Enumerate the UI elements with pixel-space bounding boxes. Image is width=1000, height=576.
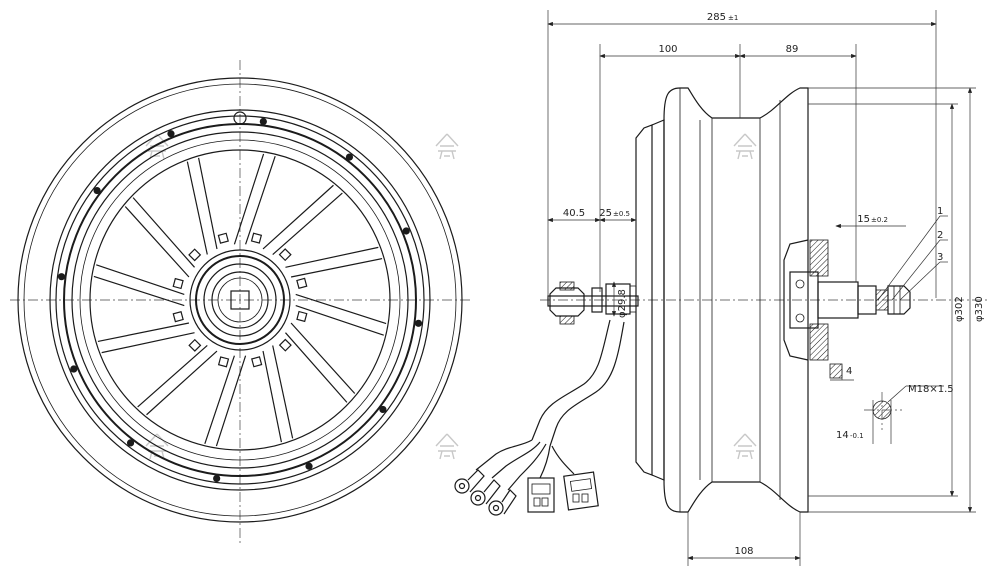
bolt-icon (345, 153, 354, 161)
dim-thread: M18×1.5 (908, 384, 954, 395)
dimension-lines (547, 10, 976, 566)
dim-nut-offset-tol: ±0.2 (871, 216, 888, 224)
ring-terminal-icon (454, 469, 517, 516)
dim-left-span: 100 (658, 44, 677, 55)
dim-rim-width: 108 (734, 546, 753, 557)
hub-lug (296, 277, 308, 289)
dim-rim-dia-inner: φ302 (954, 296, 965, 322)
dim-flat-width: 14 (836, 430, 849, 441)
bolt-icon (414, 319, 423, 327)
bolt-icon (213, 474, 221, 483)
side-view (454, 87, 990, 516)
hub-lug (278, 338, 292, 352)
hub-lug (188, 248, 202, 262)
hub-lug (188, 338, 202, 352)
bolt-icon (57, 273, 66, 281)
tire-outer (17, 77, 463, 523)
bolt-icon (57, 117, 423, 483)
callout-3: 3 (937, 252, 943, 263)
spoke (93, 264, 185, 307)
hub-disk (189, 249, 291, 351)
dim-washer-thk: 4 (846, 366, 852, 377)
spoke (204, 355, 247, 447)
hub-lug (278, 248, 292, 262)
hub-lugs (172, 232, 308, 368)
bolt-icon (402, 227, 410, 235)
hub-lug (250, 232, 263, 244)
spoke (262, 345, 294, 443)
spoke (285, 322, 356, 403)
hub-lug (217, 232, 229, 244)
hub-lug (172, 311, 184, 323)
dim-overall-width-tol: ±1 (728, 14, 738, 22)
rim-outer (49, 109, 431, 491)
spoke (285, 246, 383, 278)
bolt-icon (93, 186, 101, 195)
bolt-icon (305, 462, 313, 470)
hub-lug (217, 356, 230, 368)
dim-flat-width-tol: -0.1 (850, 432, 864, 440)
callout-1: 1 (937, 206, 943, 217)
spoke (97, 322, 195, 354)
dim-rim-dia-outer: φ330 (974, 296, 985, 322)
front-view (10, 60, 470, 545)
hub-lug (296, 310, 308, 323)
spoke (186, 157, 218, 255)
dimension-labels: 285 ±1 100 89 40.5 25 ±0.5 φ29.8 15 ±0.2… (563, 12, 985, 557)
bolt-icon (167, 130, 175, 138)
spoke (233, 153, 276, 245)
bolt-icon (70, 365, 78, 373)
dim-axle-shoulder: 25 (599, 208, 612, 219)
spokes (93, 153, 387, 447)
connector-icon (527, 471, 599, 513)
spoke (295, 293, 387, 336)
spoke (262, 184, 343, 255)
callout-2: 2 (937, 230, 943, 241)
bolt-icon (126, 439, 135, 447)
spoke (137, 345, 218, 416)
bolt-icon (259, 117, 267, 126)
dim-right-span: 89 (786, 44, 799, 55)
dim-axle-left: 40.5 (563, 208, 585, 219)
dim-axle-shoulder-tol: ±0.5 (613, 210, 630, 218)
dim-cable-dia: φ29.8 (617, 289, 628, 318)
spoke (124, 197, 195, 278)
dim-nut-offset: 15 (857, 214, 870, 225)
bolt-icon (379, 405, 387, 414)
hub-lug (251, 356, 263, 368)
hub-lug (172, 277, 184, 290)
dim-overall-width: 285 (707, 12, 726, 23)
cable (531, 319, 611, 441)
axle-flat (230, 290, 250, 310)
